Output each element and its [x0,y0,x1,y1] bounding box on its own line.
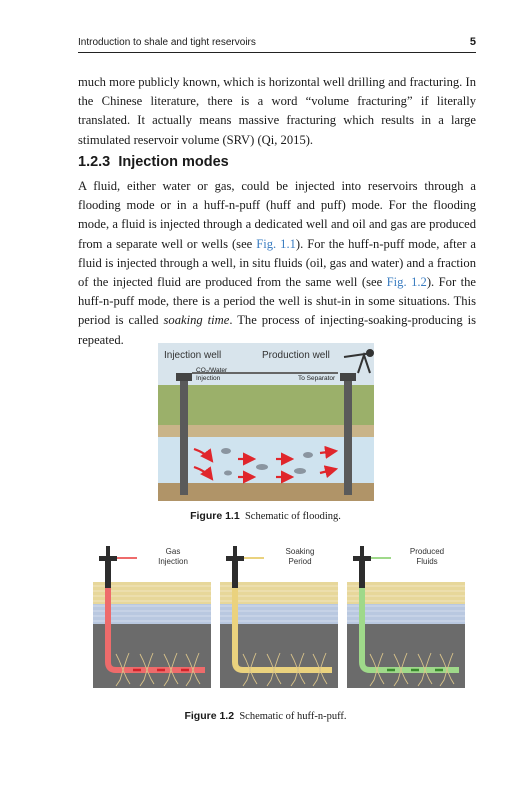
figure-1-1-link[interactable]: Fig. 1.1 [256,236,296,251]
section-title: Injection modes [118,154,229,170]
gas-injection-label-line-1: Gas [166,547,181,556]
reservoir-layer [158,437,374,483]
injection-wellbore [180,379,188,495]
production-wellbore [344,379,352,495]
soaking-period-sand-layer [220,582,338,604]
paragraph-2-text-2: ). For the huff-n-puff mode, after a flu… [78,236,477,290]
surface-layer [158,385,374,425]
produced-fluids-wellhead-top [360,546,364,556]
produced-fluids-fracture [417,652,433,687]
gas-injection-fracture [185,652,201,687]
paragraph-2-text-3: ). For the huff-n-puff mode, there is a … [78,275,476,328]
produced-fluids-fracture [393,652,409,687]
soaking-period-fracture [242,652,258,687]
to-separator-label: To Separator [298,375,336,382]
figure-1-2-label: Figure 1.2 [184,710,235,722]
produced-fluids-label-line-1: Produced [410,547,444,556]
injection-well-label: Injection well [164,350,221,361]
paragraph-2-text-1: A fluid, either water or gas, could be i… [78,179,476,251]
soaking-period-fracture [266,652,282,687]
figure-1-2-caption: Figure 1.2 Schematic of huff-n-puff. [0,710,531,722]
oil-droplets [221,448,313,476]
produced-fluids-fracture [439,652,455,687]
base-layer [158,483,374,501]
gas-injection-wellbore [105,588,205,673]
soaking-period-fracture [312,652,328,687]
produced-fluids-wellhead [359,560,365,588]
section-number: 1.2.3 [78,154,111,170]
header-rule [78,52,476,53]
figure-1-1-caption-text: Schematic of flooding. [244,511,341,522]
gas-injection-sand-layer [93,582,211,604]
running-header: Introduction to shale and tight reservoi… [78,36,476,51]
produced-fluids-label-line-2: Fluids [416,557,437,566]
injection-label: Injection [196,375,221,382]
gas-injection-fracture [115,652,131,687]
figure-1-2-caption-text: Schematic of huff-n-puff. [239,711,347,722]
gas-injection-wellhead [105,560,111,588]
gas-injection-blue-layer [93,604,211,624]
soaking-period-blue-layer [220,604,338,624]
gas-injection-wellhead-top [106,546,110,556]
soaking-period-wellbore [232,588,332,673]
figure-1-2-link[interactable]: Fig. 1.2 [386,275,427,290]
figure-1-1-caption: Figure 1.1 Schematic of flooding. [0,510,531,522]
sky [158,343,374,385]
produced-fluids-fracture [369,652,385,687]
soaking-period-wellhead-top [233,546,237,556]
produced-fluids-blue-layer [347,604,465,624]
soaking-period-wellhead-valve [226,556,244,561]
flow-arrows [193,445,339,484]
paragraph-2-text-4: . The process of injecting-soaking-produ… [78,313,476,347]
produced-fluids-wellbore [359,588,459,673]
soaking-period-fracture [290,652,306,687]
figure-1-1-label: Figure 1.1 [190,510,240,522]
gas-injection-fracture [139,652,155,687]
soaking-period-wellhead [232,560,238,588]
soaking-period-label-line-1: Soaking [286,547,315,556]
gas-injection-label-line-2: Injection [158,557,188,566]
gas-injection-wellhead-valve [99,556,117,561]
overburden-layer [158,425,374,437]
running-title: Introduction to shale and tight reservoi… [78,37,256,48]
soaking-period-label-line-2: Period [288,557,311,566]
paragraph-2: A fluid, either water or gas, could be i… [78,177,476,350]
flooding-schematic: Injection well Production well CO₂/Water… [158,343,374,501]
produced-fluids-sand-layer [347,582,465,604]
page-number: 5 [469,36,476,48]
section-heading: 1.2.3 Injection modes [78,154,229,170]
paragraph-1: much more publicly known, which is horiz… [78,75,476,147]
co2-water-label: CO₂/Water [196,367,228,374]
production-well-label: Production well [262,350,330,361]
gas-injection-fracture [163,652,179,687]
soaking-time-term: soaking time [163,313,230,328]
produced-fluids-wellhead-valve [353,556,371,561]
pumpjack-icon [343,349,374,374]
